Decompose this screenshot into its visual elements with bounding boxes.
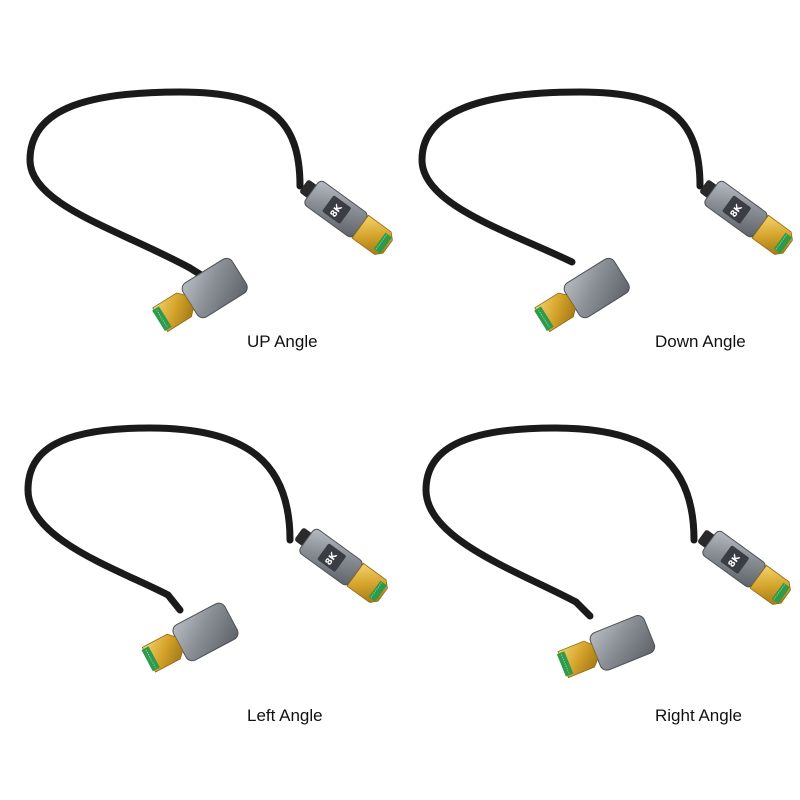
angled-connector-icon — [138, 600, 241, 681]
caption-up-angle: UP Angle — [247, 332, 318, 351]
hdmi-cable-icon: 8K — [418, 88, 798, 340]
straight-connector-icon: 8K — [692, 522, 796, 610]
panel-up-angle: 8K UP Angle — [0, 0, 400, 400]
hdmi-cable-icon: 8K — [26, 88, 398, 340]
panel-left-angle: 8K Left Angle — [0, 380, 400, 780]
angled-connector-icon — [554, 612, 658, 687]
straight-connector-icon: 8K — [694, 172, 798, 260]
angled-connector-icon — [530, 255, 633, 340]
panel-right-angle: 8K Right Angle — [400, 380, 800, 780]
caption-right-angle: Right Angle — [655, 706, 742, 725]
panel-down-angle: 8K Down Angle — [400, 0, 800, 400]
hdmi-cable-icon: 8K — [24, 424, 393, 681]
caption-left-angle: Left Angle — [247, 706, 323, 725]
straight-connector-icon: 8K — [294, 172, 398, 260]
straight-connector-icon: 8K — [289, 520, 393, 608]
angled-connector-icon — [148, 255, 251, 340]
caption-down-angle: Down Angle — [655, 332, 746, 351]
hdmi-cable-icon: 8K — [422, 424, 796, 687]
